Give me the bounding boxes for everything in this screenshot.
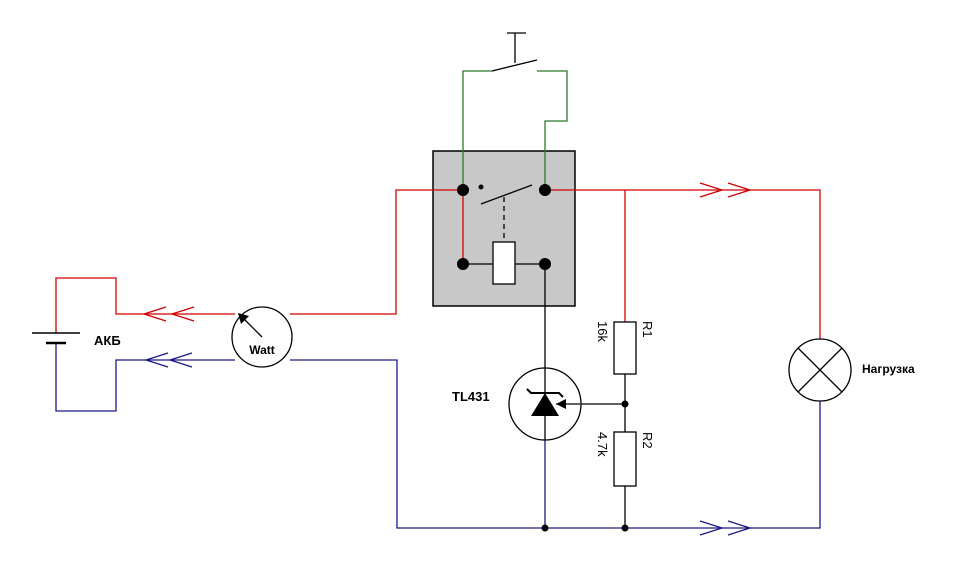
junction-dots [541, 400, 629, 532]
load-lamp-symbol [788, 338, 852, 402]
tl431-label: TL431 [452, 389, 490, 404]
relay-coil [492, 241, 516, 285]
arrow-return-1 [143, 352, 169, 368]
push-button [491, 32, 538, 72]
relay-switch-arm [480, 184, 533, 205]
tl431-symbol [508, 367, 582, 441]
wire-battery-minus [55, 343, 235, 412]
resistor-r1 [613, 321, 637, 375]
positive-wires [55, 182, 821, 339]
r2-value: 4.7k [595, 432, 610, 457]
wire-watt-to-ground [290, 359, 821, 529]
arrow-current-in-2 [141, 306, 167, 322]
arrow-return-4 [727, 520, 753, 536]
arrow-current-out [699, 182, 725, 198]
arrow-current-in [169, 306, 195, 322]
wire-relay-out-to-load [545, 189, 821, 339]
load-label: Нагрузка [862, 362, 915, 376]
wire-watt-to-battery-plus [55, 277, 235, 333]
battery-label: АКБ [94, 333, 121, 348]
wattmeter-symbol [231, 306, 293, 368]
wire-relay-in [290, 189, 463, 315]
resistor-r2 [613, 431, 637, 487]
battery-symbol [32, 332, 80, 345]
arrow-return-2 [167, 352, 193, 368]
r1-value: 16k [595, 321, 610, 342]
wire-button-left [462, 70, 492, 190]
r2-name: R2 [640, 432, 655, 449]
negative-wires [55, 343, 821, 536]
relay-terminals [457, 184, 551, 270]
r1-name: R1 [640, 321, 655, 338]
wire-button-right [537, 70, 568, 190]
arrow-return-3 [699, 520, 725, 536]
arrow-current-out-2 [727, 182, 753, 198]
wattmeter-label: Watt [249, 343, 275, 357]
control-wires [462, 70, 568, 190]
